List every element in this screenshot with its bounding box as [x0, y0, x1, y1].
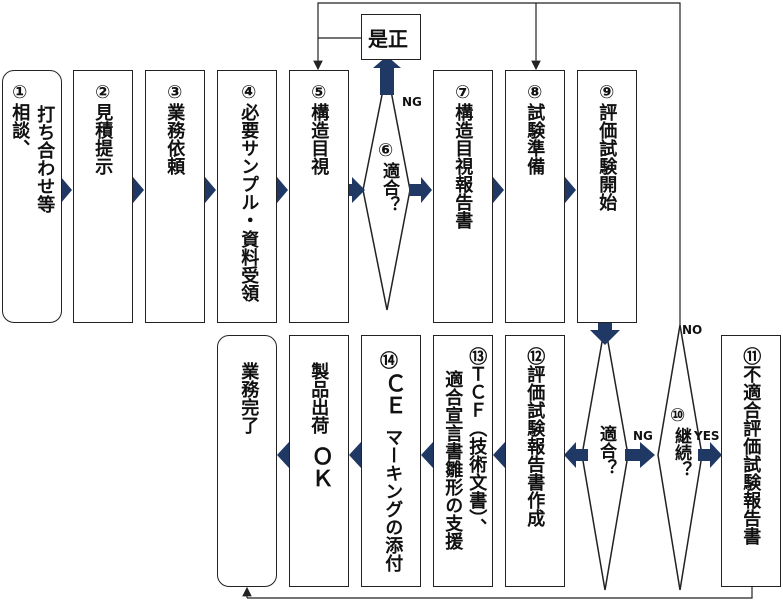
step-6-label: 適合？: [378, 162, 399, 213]
arrow-fit-left: [564, 442, 588, 468]
decision-diamond-10: [657, 324, 703, 591]
decision-fit-label: 適合？: [595, 425, 616, 476]
step-6-num: ⑥: [378, 140, 394, 161]
step-4-box: [217, 70, 277, 323]
decision-diamond-6: [362, 69, 411, 311]
step-2-box: [73, 70, 133, 323]
correction-label: 是正: [368, 27, 408, 51]
yes-label: YES: [694, 429, 720, 443]
step-5-label: ⑤構造目視: [308, 82, 330, 175]
step-3-label: ③業務依頼: [164, 82, 186, 175]
correction-box: [361, 14, 421, 60]
step-13-label-2: 適合宣言書雛形の支援: [442, 370, 464, 550]
ng-label-1: NG: [402, 95, 422, 109]
no-label: NO: [682, 323, 703, 337]
arrow-ng-up: [373, 56, 401, 95]
step-1-label: ①相談、: [9, 82, 31, 157]
ship-ok-label: 製品出荷: [308, 362, 330, 434]
arrow-9-down: [590, 312, 620, 345]
return-line: [247, 586, 753, 599]
arrow-ng-right: [625, 442, 655, 468]
arrow-5-6: [337, 177, 365, 203]
step-12-label: ⑫評価試験報告書作成: [524, 347, 546, 527]
step-8-box: [505, 70, 565, 323]
step-7-box: [433, 70, 493, 323]
step-13-box: [433, 335, 493, 587]
step-1-box: [2, 70, 62, 323]
step-12-box: [505, 335, 565, 587]
ship-ok-box: [289, 335, 349, 587]
step-11-box: [721, 335, 781, 587]
step-14-label: マーキングの添付: [382, 428, 404, 572]
step-9-box: [577, 70, 637, 323]
ship-ok-label-2: ＯＫ: [307, 445, 333, 489]
step-7-label: ⑦構造目視報告書: [452, 82, 474, 229]
step-8-label: ⑧試験準備: [524, 82, 546, 175]
step-2-label: ②見積提示: [92, 82, 114, 175]
step-1-label-2: 打ち合わせ等: [34, 105, 56, 213]
step-4-label-2: 資料受領: [238, 230, 260, 302]
step-13-label: ⑬ＴＣＦ（技術文書）、: [466, 347, 488, 536]
done-box: [217, 335, 277, 587]
no-loop-line: [317, 2, 681, 325]
step-10-num: ⑩: [670, 405, 686, 426]
step-4-label: ④必要サンプル・: [238, 82, 260, 229]
step-14-ce: ＣＥ: [380, 372, 406, 416]
step-14-box: [361, 335, 421, 587]
ng-label-2: NG: [633, 429, 653, 443]
step-11-label: ⑪不適合評価試験報告書: [740, 347, 762, 545]
step-5-box: [289, 70, 349, 323]
done-label: 業務完了: [238, 362, 260, 434]
arrow-yes-right: [698, 442, 722, 468]
step-9-label: ⑨評価試験開始: [596, 82, 618, 211]
step-14-num: ⑭: [380, 351, 398, 372]
step-10-label: 継続？: [670, 427, 691, 478]
decision-diamond-fit: [581, 324, 629, 591]
arrow-6-7: [409, 177, 432, 203]
step-3-box: [145, 70, 205, 323]
